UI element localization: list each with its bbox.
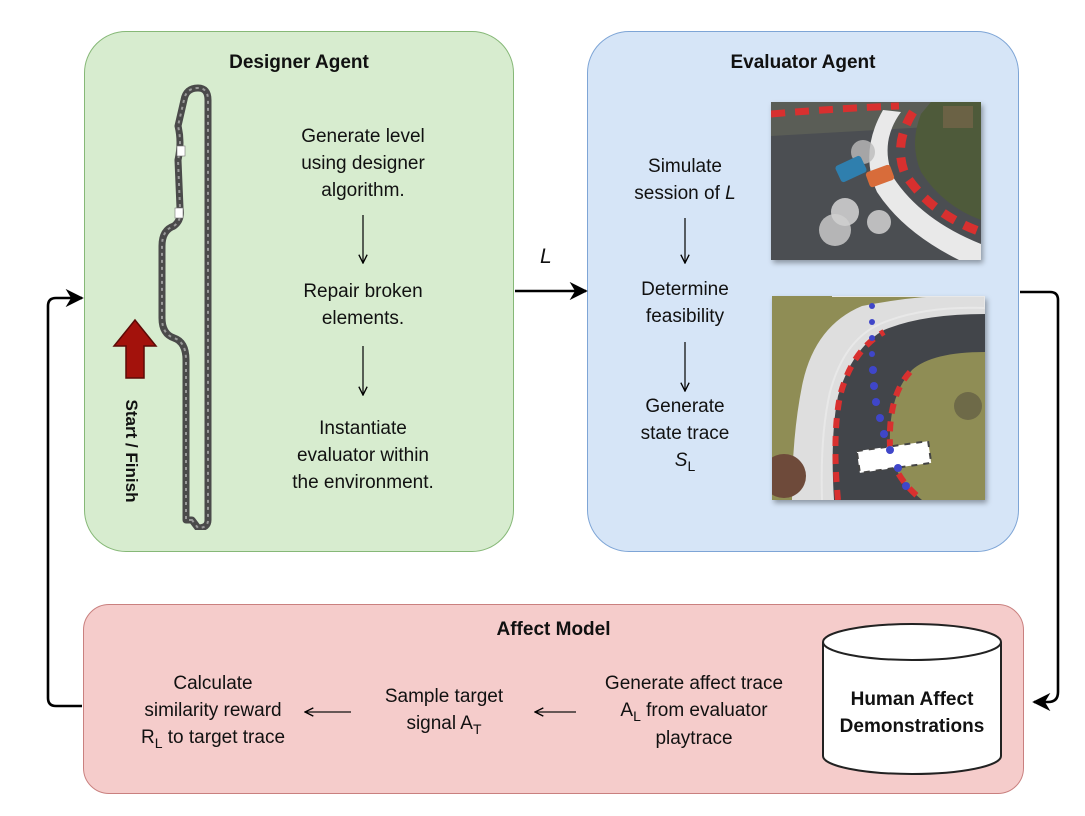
start-finish-label: Start / Finish	[122, 399, 141, 503]
designer-step-instantiate: Instantiate evaluator within the environ…	[292, 418, 434, 493]
designer-agent-panel: Designer Agent	[84, 31, 514, 552]
track-layout-illustration	[158, 84, 212, 530]
race-simulation-screenshot	[771, 102, 981, 260]
evaluator-step-state-trace: Generate state trace SL	[640, 396, 730, 474]
human-affect-demonstrations-label: Human Affect Demonstrations	[839, 689, 985, 737]
evaluator-step-simulate: Simulate session of L	[634, 156, 736, 204]
database-cylinder-icon	[822, 623, 1002, 775]
affect-model-title: Affect Model	[496, 619, 611, 640]
track-piece-marker	[176, 145, 186, 157]
affect-step-sample-target: Sample target signal AT	[384, 686, 504, 737]
race-trace-screenshot	[772, 296, 985, 500]
affect-step-generate-trace: Generate affect trace AL from evaluator …	[604, 673, 784, 749]
affect-step-calculate-reward: Calculate similarity reward RL to target…	[140, 673, 286, 751]
evaluator-step-feasibility: Determine feasibility	[641, 279, 729, 327]
level-edge-label: L	[540, 245, 552, 268]
start-finish-label-wrap: Start / Finish	[121, 381, 141, 521]
designer-agent-title: Designer Agent	[229, 52, 369, 73]
designer-step-repair: Repair broken elements.	[303, 281, 423, 329]
evaluator-to-database-arrow	[1020, 290, 1060, 712]
track-centerline	[161, 86, 209, 530]
start-finish-arrow-icon	[112, 318, 158, 379]
affect-to-designer-arrow	[46, 288, 84, 708]
designer-step-generate-level: Generate level using designer algorithm.	[301, 126, 425, 201]
evaluator-agent-title: Evaluator Agent	[730, 52, 876, 73]
track-piece-marker	[174, 207, 184, 219]
